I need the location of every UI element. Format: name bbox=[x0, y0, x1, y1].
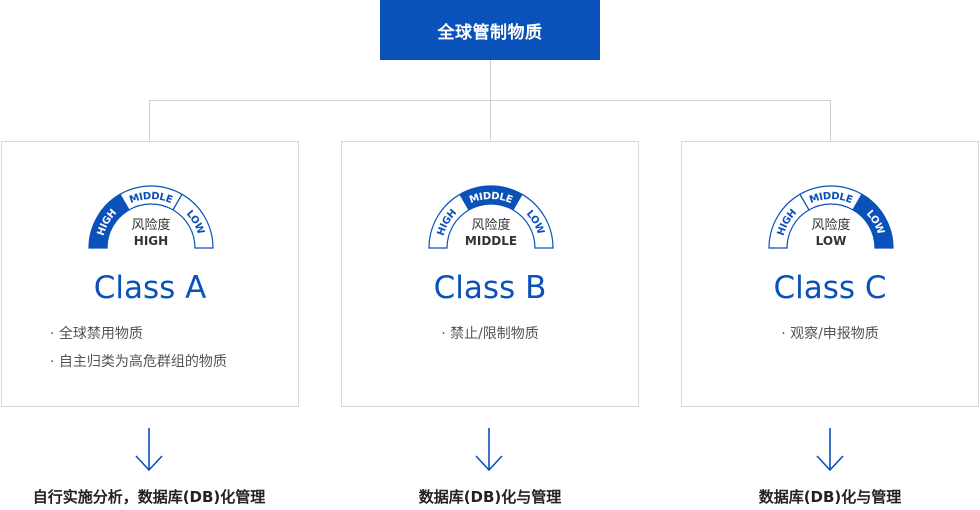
class-title: Class C bbox=[773, 270, 887, 306]
gauge-risk-value: MIDDLE bbox=[465, 234, 517, 248]
list-item: · 全球禁用物质 bbox=[50, 326, 143, 342]
gauge-risk-label: 风险度 bbox=[131, 217, 170, 233]
result-text-c: 数据库(DB)化与管理 bbox=[758, 488, 902, 506]
global-controlled-substances-box: 全球管制物质 bbox=[380, 0, 600, 60]
down-arrow-icon bbox=[816, 428, 844, 472]
risk-gauge-c: HIGH MIDDLE LOW 风险度 LOW bbox=[768, 185, 894, 249]
gauge-risk-value: LOW bbox=[816, 234, 847, 248]
down-arrow-icon bbox=[135, 428, 163, 472]
connector-horizontal bbox=[149, 100, 831, 101]
class-card-b: HIGH MIDDLE LOW 风险度 MIDDLE Class B · 禁止/… bbox=[341, 141, 639, 407]
gauge-segment-low bbox=[852, 193, 894, 249]
gauge-risk-value: HIGH bbox=[134, 234, 168, 248]
gauge-label-middle: MIDDLE bbox=[468, 190, 514, 205]
class-card-c: HIGH MIDDLE LOW 风险度 LOW Class C · 观察/申报物… bbox=[681, 141, 979, 407]
gauge-segment-low bbox=[172, 193, 214, 249]
gauge-label-middle: MIDDLE bbox=[808, 190, 854, 205]
class-items: · 全球禁用物质 · 自主归类为高危群组的物质 bbox=[2, 320, 298, 376]
gauge-risk-label: 风险度 bbox=[811, 217, 850, 233]
connector-drop-c bbox=[830, 100, 831, 141]
gauge-risk-label: 风险度 bbox=[471, 217, 510, 233]
risk-gauge-b: HIGH MIDDLE LOW 风险度 MIDDLE bbox=[428, 185, 554, 249]
class-title: Class B bbox=[433, 270, 547, 306]
gauge-label-middle: MIDDLE bbox=[128, 190, 174, 205]
connector-drop-a bbox=[149, 100, 150, 141]
class-title: Class A bbox=[93, 270, 207, 306]
gauge-segment-low bbox=[512, 193, 554, 249]
top-title: 全球管制物质 bbox=[437, 22, 543, 43]
risk-gauge-a: HIGH MIDDLE LOW 风险度 HIGH bbox=[88, 185, 214, 249]
class-card-a: HIGH MIDDLE LOW 风险度 HIGH Class A · 全球禁用物… bbox=[1, 141, 299, 407]
list-item: · 观察/申报物质 bbox=[781, 326, 879, 342]
down-arrow-icon bbox=[475, 428, 503, 472]
result-text-b: 数据库(DB)化与管理 bbox=[418, 488, 562, 506]
list-item: · 禁止/限制物质 bbox=[441, 326, 539, 342]
class-items: · 观察/申报物质 bbox=[682, 320, 978, 348]
list-item: · 自主归类为高危群组的物质 bbox=[50, 354, 227, 370]
result-text-a: 自行实施分析，数据库(DB)化管理 bbox=[32, 488, 266, 506]
class-items: · 禁止/限制物质 bbox=[342, 320, 638, 348]
